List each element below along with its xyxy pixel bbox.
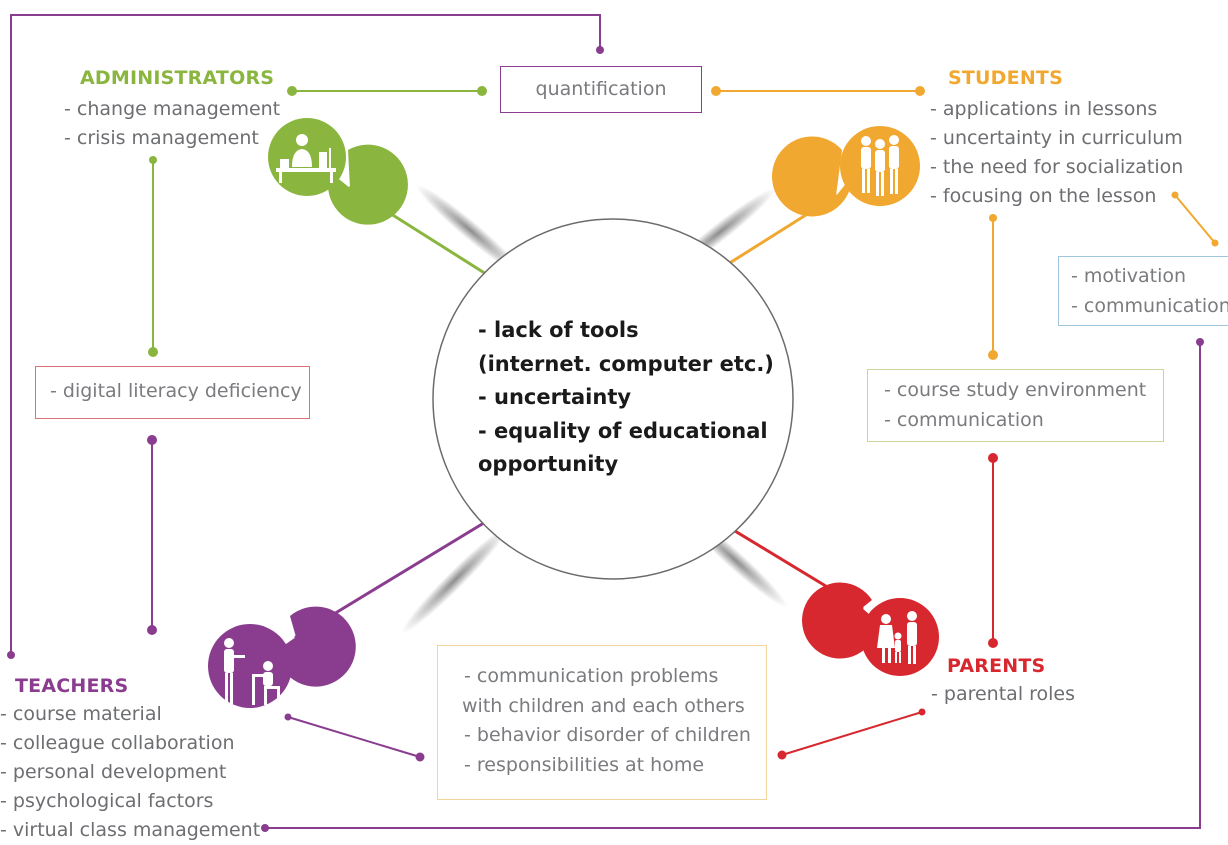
central-line: (internet. computer etc.)	[478, 351, 774, 376]
administrators-item: - change management	[64, 98, 281, 120]
communication-problems-line: - behavior disorder of children	[464, 724, 751, 746]
course-study-line: - communication	[884, 408, 1044, 431]
students-item: - focusing on the lesson	[930, 185, 1157, 207]
course-parents-connector	[988, 453, 998, 648]
communication-problems-box: - communication problems with children a…	[437, 645, 767, 800]
students-list: - applications in lessons - uncertainty …	[930, 95, 1183, 211]
students-group-icon	[772, 126, 920, 217]
students-item: - the need for socialization	[930, 156, 1184, 178]
communication-problems-line: - responsibilities at home	[464, 753, 705, 776]
digital-teachers-connector	[147, 435, 157, 635]
motivation-line: - communication	[1071, 294, 1228, 317]
quantification-connectors	[287, 86, 925, 96]
teachers-list: - course material - colleague collaborat…	[0, 700, 260, 845]
central-line: - lack of tools	[478, 318, 639, 342]
parents-list: - parental roles	[931, 680, 1075, 709]
quantification-label: quantification	[535, 78, 667, 100]
teachers-item: - personal development	[0, 761, 227, 783]
administrators-desk-icon	[268, 118, 408, 225]
central-circle	[432, 218, 794, 580]
digital-literacy-box: - digital literacy deficiency	[35, 366, 310, 419]
parents-title: PARENTS	[947, 655, 1046, 677]
digital-literacy-label: - digital literacy deficiency	[50, 380, 302, 402]
course-study-line: - course study environment	[884, 379, 1147, 401]
central-line: opportunity	[478, 452, 619, 476]
quantification-box: quantification	[500, 66, 702, 113]
teacher-classroom-icon	[208, 606, 356, 708]
central-issues: - lack of tools (internet. computer etc.…	[478, 314, 774, 482]
course-study-box: - course study environment - communicati…	[867, 369, 1164, 442]
parents-item: - parental roles	[931, 683, 1076, 705]
students-item: - applications in lessons	[930, 98, 1158, 120]
admin-digital-connector	[148, 156, 158, 357]
outer-connector	[10, 14, 1201, 829]
central-line: - uncertainty	[478, 385, 632, 409]
motivation-line: - motivation	[1071, 265, 1187, 287]
students-course-connector	[988, 214, 998, 360]
administrators-list: - change management - crisis management	[64, 95, 280, 153]
communication-problems-line: with children and each others	[462, 694, 745, 717]
outer-connector-dots	[7, 46, 1204, 832]
motivation-box: - motivation - communication	[1058, 256, 1228, 326]
students-motivation-connector	[1171, 191, 1219, 247]
teachers-item: - psychological factors	[0, 790, 214, 812]
administrators-item: - crisis management	[64, 127, 259, 149]
communication-problems-line: - communication problems	[464, 665, 719, 687]
teachers-title: TEACHERS	[15, 675, 129, 697]
students-item: - uncertainty in curriculum	[930, 127, 1183, 149]
teachers-item: - course material	[0, 703, 162, 725]
teachers-item: - colleague collaboration	[0, 732, 235, 754]
teachers-item: - virtual class management	[0, 819, 261, 841]
comm-problems-connectors	[284, 708, 926, 762]
central-line: - equality of educational	[478, 418, 768, 443]
administrators-title: ADMINISTRATORS	[80, 67, 275, 89]
students-title: STUDENTS	[948, 67, 1063, 89]
parents-family-icon	[802, 582, 939, 676]
